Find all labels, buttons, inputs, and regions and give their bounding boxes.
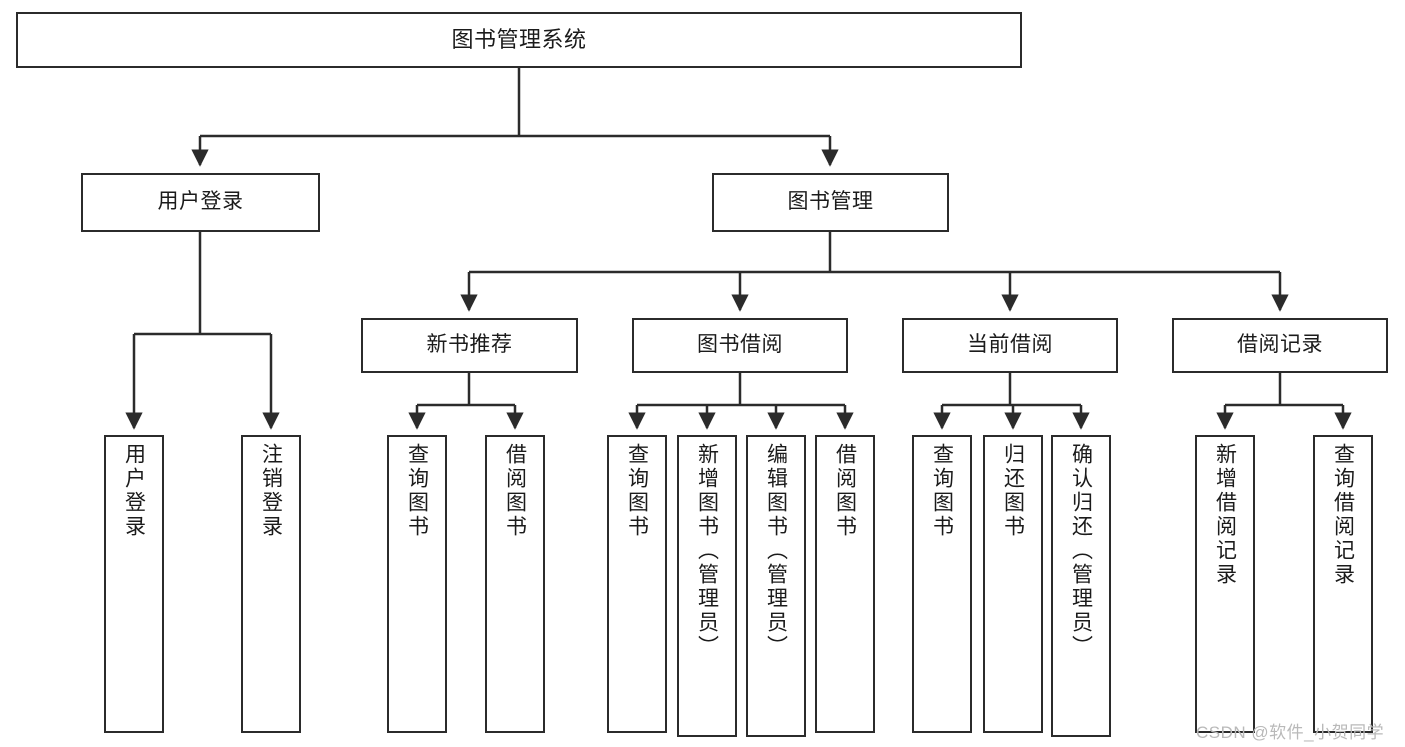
node-leaf-query-book-recommend[interactable]: 查询图书: [387, 435, 447, 733]
node-label-borrow-record: 借阅记录: [1237, 333, 1323, 357]
node-label-current-borrow: 当前借阅: [967, 333, 1053, 357]
node-label-leaf-query-book-borrow: 查询图书: [625, 443, 649, 539]
watermark: CSDN @软件_小贺同学: [1196, 723, 1385, 742]
node-label-new-book-recommend: 新书推荐: [426, 333, 513, 357]
node-new-book-recommend[interactable]: 新书推荐: [361, 318, 578, 373]
node-label-leaf-query-book-recommend: 查询图书: [405, 443, 429, 539]
node-label-leaf-borrow-book: 借阅图书: [833, 443, 857, 539]
node-label-leaf-logout-login: 注销登录: [259, 443, 283, 539]
node-leaf-query-book-borrow[interactable]: 查询图书: [607, 435, 667, 733]
node-leaf-query-book-current[interactable]: 查询图书: [912, 435, 972, 733]
node-label-leaf-confirm-return-admin: 确认归还（管理员）: [1069, 443, 1093, 659]
node-root[interactable]: 图书管理系统: [16, 12, 1022, 68]
node-user-login[interactable]: 用户登录: [81, 173, 320, 232]
node-leaf-add-book-admin[interactable]: 新增图书（管理员）: [677, 435, 737, 737]
node-leaf-user-login[interactable]: 用户登录: [104, 435, 164, 733]
node-leaf-logout-login[interactable]: 注销登录: [241, 435, 301, 733]
node-label-root: 图书管理系统: [451, 27, 587, 53]
node-leaf-confirm-return-admin[interactable]: 确认归还（管理员）: [1051, 435, 1111, 737]
node-label-leaf-edit-book-admin: 编辑图书（管理员）: [764, 443, 788, 659]
node-label-leaf-query-book-current: 查询图书: [930, 443, 954, 539]
node-borrow-record[interactable]: 借阅记录: [1172, 318, 1388, 373]
node-leaf-borrow-book[interactable]: 借阅图书: [815, 435, 875, 733]
node-label-leaf-query-borrow-record: 查询借阅记录: [1331, 443, 1355, 587]
node-leaf-edit-book-admin[interactable]: 编辑图书（管理员）: [746, 435, 806, 737]
node-label-leaf-user-login: 用户登录: [122, 443, 146, 539]
node-label-book-borrow: 图书借阅: [697, 333, 783, 357]
node-leaf-return-book[interactable]: 归还图书: [983, 435, 1043, 733]
node-label-leaf-add-book-admin: 新增图书（管理员）: [695, 443, 719, 659]
node-book-manage[interactable]: 图书管理: [712, 173, 949, 232]
node-leaf-borrow-book-recommend[interactable]: 借阅图书: [485, 435, 545, 733]
node-label-leaf-return-book: 归还图书: [1001, 443, 1025, 539]
node-label-book-manage: 图书管理: [787, 190, 874, 214]
node-book-borrow[interactable]: 图书借阅: [632, 318, 848, 373]
node-label-leaf-add-borrow-record: 新增借阅记录: [1213, 443, 1237, 587]
node-label-leaf-borrow-book-recommend: 借阅图书: [503, 443, 527, 539]
node-label-user-login: 用户登录: [157, 190, 244, 214]
node-leaf-add-borrow-record[interactable]: 新增借阅记录: [1195, 435, 1255, 733]
node-current-borrow[interactable]: 当前借阅: [902, 318, 1118, 373]
node-leaf-query-borrow-record[interactable]: 查询借阅记录: [1313, 435, 1373, 733]
